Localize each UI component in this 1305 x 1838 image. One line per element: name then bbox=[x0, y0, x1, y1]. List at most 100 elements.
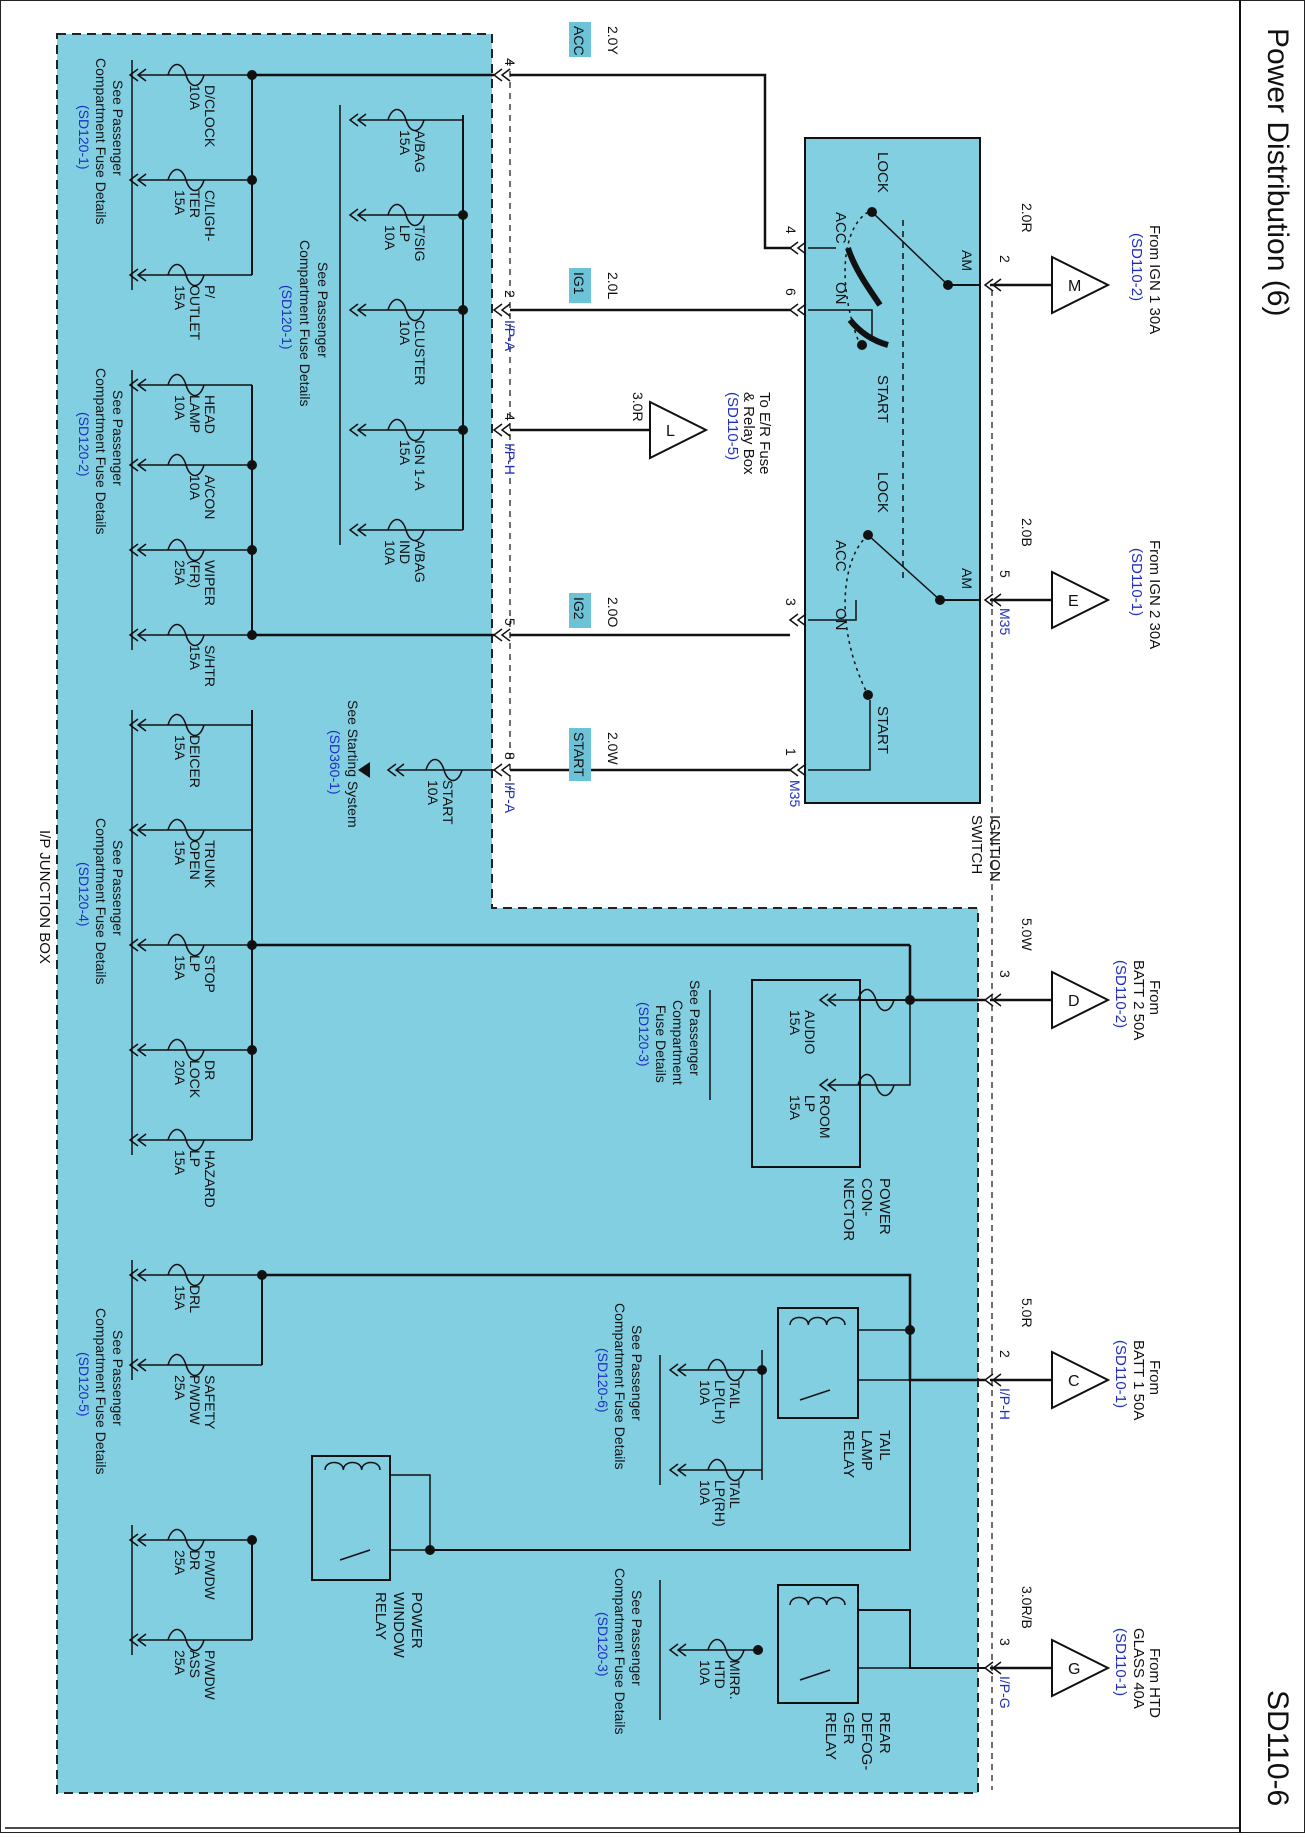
fuse-connector bbox=[668, 1363, 679, 1377]
source-pin-2: 3 bbox=[997, 970, 1013, 978]
audio-fuse bbox=[857, 988, 895, 1012]
defog-relay-label: DEFOG- bbox=[858, 1712, 875, 1770]
wire-tag-1: IG1 bbox=[571, 272, 587, 295]
switch-connector bbox=[796, 613, 807, 627]
note-ref-2: (SD120-1) bbox=[279, 285, 295, 350]
fuse-label-dclock: 10A bbox=[187, 85, 203, 111]
note-text-5: Fuse Details bbox=[653, 1005, 669, 1083]
note-text-4: See Passenger bbox=[110, 840, 126, 936]
jb-connector bbox=[500, 763, 511, 777]
fuse-label-headlamp: 10A bbox=[172, 395, 188, 421]
wire-tag-0-bg bbox=[569, 22, 591, 57]
starting-system-label: See Starting System bbox=[345, 700, 361, 828]
switch-pin-2: 3 bbox=[783, 598, 799, 606]
fuse-label-shtr: S/HTR bbox=[202, 645, 218, 687]
fuse-connector bbox=[128, 268, 139, 282]
pwdwdr-fuse bbox=[167, 1528, 205, 1552]
fuse-label-hazard: 15A bbox=[172, 1150, 188, 1176]
switch-pin-0: 4 bbox=[783, 226, 799, 234]
note-text-3: See Passenger bbox=[110, 390, 126, 486]
source-pin-4: 3 bbox=[997, 1638, 1013, 1646]
fuse-connector bbox=[128, 1268, 139, 1282]
power-connector-label: CON- bbox=[858, 1178, 875, 1216]
wire-tag-0: ACC bbox=[571, 26, 587, 56]
ign1a-fuse bbox=[387, 418, 425, 442]
fuse-connector bbox=[348, 113, 359, 127]
jb-connector bbox=[500, 628, 511, 642]
pwr-window-coil-feed bbox=[390, 1474, 431, 1550]
fuse-label-taillh: LP(LH) bbox=[712, 1380, 728, 1424]
switch-start-label-2: START bbox=[874, 706, 891, 754]
fuse-label-hazard: HAZARD bbox=[202, 1150, 218, 1208]
switch-pin-3: 1 bbox=[783, 748, 799, 756]
wire-gauge-3: 2.0O bbox=[605, 597, 621, 627]
fuse-label-cluster: 10A bbox=[397, 320, 413, 346]
fuse-label-tailrh: TAIL bbox=[727, 1480, 743, 1509]
fuse-label-ign1a: IGN 1-A bbox=[412, 440, 428, 491]
note-text-7: See Passenger bbox=[110, 1330, 126, 1426]
junction-box-area bbox=[56, 33, 979, 1794]
wire-tag-4: START bbox=[571, 732, 587, 777]
source-ref-4: (SD110-1) bbox=[1112, 1628, 1129, 1696]
switch-start-label: START bbox=[874, 375, 891, 423]
defog-relay-label: REAR bbox=[876, 1712, 893, 1754]
fuse-label-poutlet: 15A bbox=[172, 285, 188, 311]
ignition-switch-name-2: SWITCH bbox=[968, 815, 985, 874]
er-box-ref: (SD110-5) bbox=[724, 392, 741, 460]
note-ref-4: (SD120-4) bbox=[76, 862, 92, 927]
fuse-label-mirr: MIRR. bbox=[727, 1660, 743, 1700]
fuse-connector bbox=[128, 628, 139, 642]
page-code: SD110-6 bbox=[1261, 1690, 1294, 1806]
source-connector bbox=[991, 1373, 1002, 1387]
note-text-6: Compartment Fuse Details bbox=[612, 1303, 628, 1470]
source-pin-3: 2 bbox=[997, 1350, 1013, 1358]
fuse-connector bbox=[128, 543, 139, 557]
deicer-fuse bbox=[167, 713, 205, 737]
abag-fuse bbox=[387, 108, 425, 132]
headlamp-fuse bbox=[167, 373, 205, 397]
defog-relay-label: GER bbox=[840, 1712, 857, 1745]
fuse-label-abagind: IND bbox=[397, 540, 413, 564]
fuse-label-trunk: 15A bbox=[172, 840, 188, 866]
defog-relay-label: RELAY bbox=[822, 1712, 839, 1760]
fuse-label-poutlet: OUTLET bbox=[187, 285, 203, 341]
junction-dot bbox=[863, 690, 873, 700]
fuse-label-abag: 15A bbox=[397, 130, 413, 156]
fuse-label-room: 15A bbox=[787, 1095, 803, 1121]
note-ref-7: (SD120-5) bbox=[76, 1352, 92, 1417]
drl-fuse bbox=[167, 1263, 205, 1287]
fuse-label-audio: 15A bbox=[787, 1010, 803, 1036]
starting-system-ref: (SD360-1) bbox=[327, 730, 343, 795]
note-text-6: See Passenger bbox=[629, 1325, 645, 1421]
on-contact bbox=[847, 318, 889, 348]
tailrh-fuse bbox=[707, 1458, 745, 1482]
note-ref-5: (SD120-3) bbox=[636, 1002, 652, 1067]
fuse-label-acon: 10A bbox=[187, 475, 203, 501]
source-caption-4: From HTD bbox=[1146, 1648, 1163, 1718]
fuse-connector bbox=[668, 1643, 679, 1657]
source-wire-gauge-1: 2.0B bbox=[1019, 518, 1035, 547]
fuse-connector bbox=[818, 1078, 829, 1092]
tail-relay-label: RELAY bbox=[840, 1430, 857, 1478]
fuse-label-trunk: OPEN bbox=[187, 840, 203, 880]
power-connector-label: POWER bbox=[876, 1178, 893, 1235]
taillh-fuse bbox=[707, 1358, 745, 1382]
acon-fuse bbox=[167, 453, 205, 477]
source-ref-2: (SD110-2) bbox=[1112, 960, 1129, 1028]
switch-connector bbox=[796, 241, 807, 255]
pwdwass-fuse bbox=[167, 1628, 205, 1652]
switch-acc-label: ACC bbox=[832, 212, 849, 244]
jb-pin-2: 4 bbox=[502, 413, 518, 421]
fuse-connector bbox=[128, 718, 139, 732]
fuse-connector bbox=[128, 1043, 139, 1057]
source-connector-name-4: I/P-G bbox=[997, 1676, 1013, 1709]
fuse-label-start: 10A bbox=[425, 780, 441, 806]
shtr-fuse bbox=[167, 623, 205, 647]
power-window-relay-coil bbox=[324, 1461, 381, 1471]
source-triangle-3-letter: C bbox=[1068, 1373, 1080, 1390]
note-text-5: See Passenger bbox=[687, 980, 703, 1076]
wire-gauge-4: 2.0W bbox=[605, 732, 621, 765]
fuse-label-tsig: LP bbox=[397, 225, 413, 242]
fuse-label-tsig: 10A bbox=[382, 225, 398, 251]
fuse-connector bbox=[128, 1358, 139, 1372]
